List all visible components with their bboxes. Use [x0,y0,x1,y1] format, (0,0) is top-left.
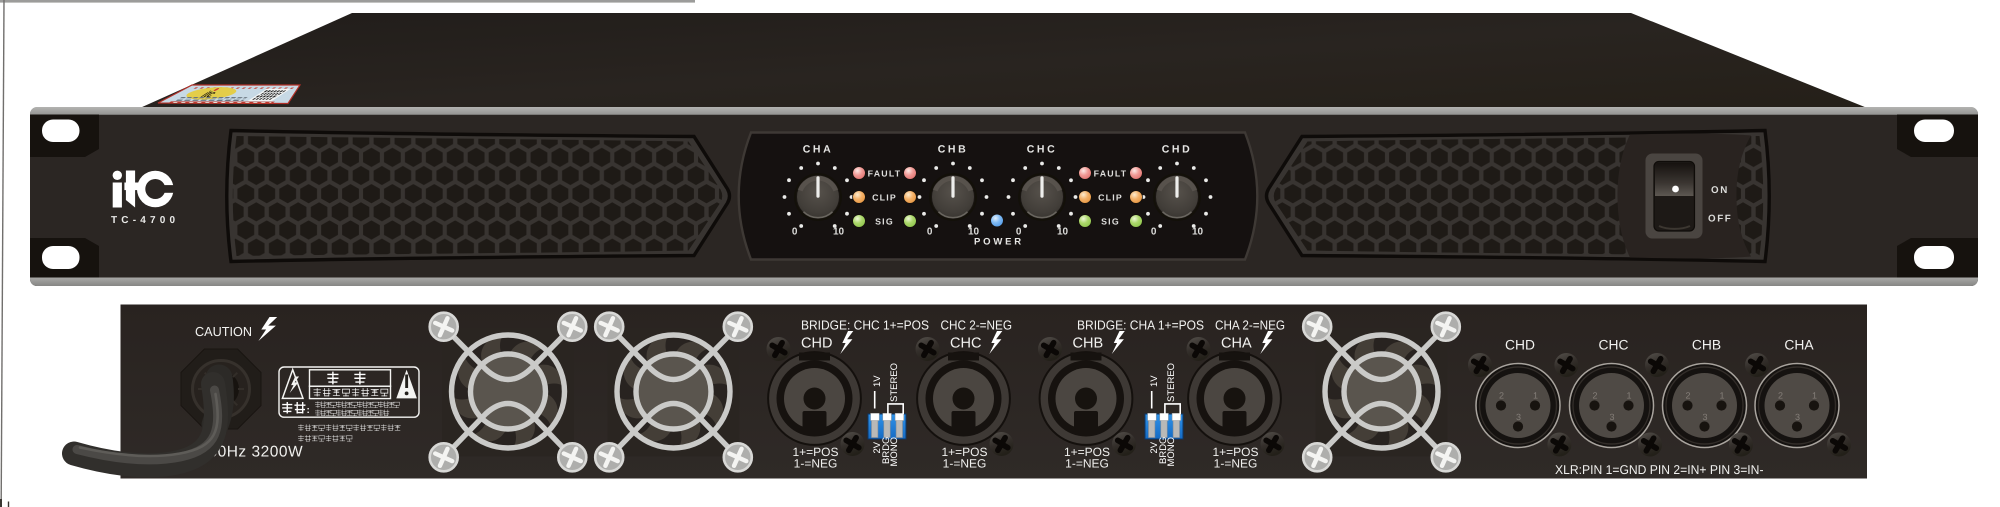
svg-text:1-=NEG: 1-=NEG [794,456,838,470]
svg-text::: : [307,405,310,416]
svg-text:0: 0 [792,227,798,238]
svg-text:CHD: CHD [1162,144,1193,156]
svg-text:CHA: CHA [1784,338,1814,353]
svg-text:1-=NEG: 1-=NEG [1065,456,1109,470]
svg-text:CHB: CHB [1073,336,1104,352]
svg-text:CLIP: CLIP [1098,193,1123,203]
svg-text:1+=POS: 1+=POS [1212,445,1258,459]
svg-text:ON: ON [1711,185,1729,196]
svg-text:1+=POS: 1+=POS [941,445,987,459]
svg-text:CHA: CHA [1221,336,1252,352]
svg-text:1-=NEG: 1-=NEG [1214,456,1258,470]
svg-text:CHC: CHC [950,336,981,352]
svg-text:50Hz 3200W: 50Hz 3200W [209,444,304,461]
svg-text:0: 0 [1151,227,1157,238]
svg-text:CAUTION: CAUTION [195,324,252,339]
svg-text:CHC: CHC [1599,338,1629,353]
svg-text:OFF: OFF [1708,214,1732,225]
svg-text:CHD: CHD [801,336,832,352]
svg-text:BRIDGE: CHC 1+=POS: BRIDGE: CHC 1+=POS [801,318,929,333]
svg-text:1+=POS: 1+=POS [792,445,838,459]
svg-text:1-=NEG: 1-=NEG [943,456,987,470]
svg-text:POWER: POWER [974,237,1024,248]
svg-text:FAULT: FAULT [868,169,902,179]
svg-text:10: 10 [1057,227,1069,238]
svg-text:1+=POS: 1+=POS [1064,445,1110,459]
svg-text:CHC 2-=NEG: CHC 2-=NEG [941,318,1013,333]
svg-text:TC-4700: TC-4700 [111,215,179,226]
svg-text:CHB: CHB [938,144,969,156]
svg-text:CHA: CHA [803,144,834,156]
svg-text:CHA 2-=NEG: CHA 2-=NEG [1215,318,1285,333]
svg-text:10: 10 [968,227,980,238]
svg-text:CLIP: CLIP [872,193,897,203]
svg-text:SIG: SIG [875,217,894,227]
svg-text:CHC: CHC [1027,144,1058,156]
svg-text:XLR:PIN 1=GND PIN 2=IN+ PIN 3=: XLR:PIN 1=GND PIN 2=IN+ PIN 3=IN- [1555,462,1764,477]
svg-text:FAULT: FAULT [1094,169,1128,179]
svg-text:0: 0 [927,227,933,238]
svg-text:0: 0 [1016,227,1022,238]
svg-text:BRIDGE: CHA 1+=POS: BRIDGE: CHA 1+=POS [1077,318,1204,333]
svg-text:SIG: SIG [1101,217,1120,227]
svg-text:10: 10 [1192,227,1204,238]
svg-text:CHB: CHB [1692,338,1721,353]
svg-text:itc: itc [197,89,223,99]
svg-text:10: 10 [833,227,845,238]
svg-text:CHD: CHD [1505,338,1535,353]
